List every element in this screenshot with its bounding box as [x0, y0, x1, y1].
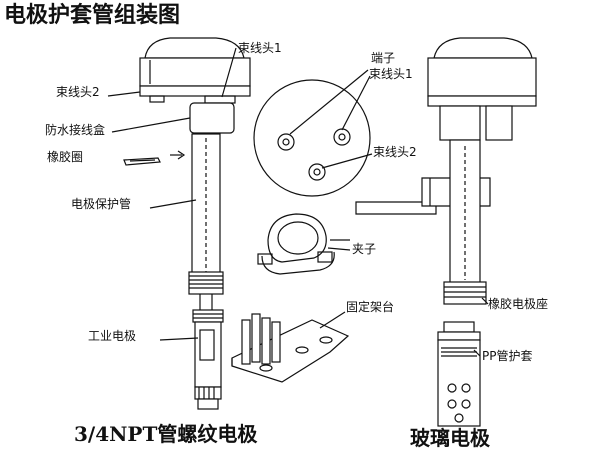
leader-waterproof-box: [111, 117, 191, 133]
label-rubber-seat: 橡胶电极座: [488, 297, 549, 311]
leader-cable-head-2-circle: [321, 153, 373, 169]
right-protect-tube: [443, 139, 487, 305]
label-pp-sleeve: PP管护套: [482, 349, 533, 363]
leader-cable-head-1: [221, 47, 237, 98]
label-cable-head-2-circle: 束线头2: [373, 145, 417, 159]
label-protect-tube: 电极保护管: [71, 197, 132, 211]
label-waterproof-box: 防水接线盒: [45, 123, 106, 137]
center-top-view: [253, 79, 371, 197]
leader-rubber-seat: [481, 297, 489, 305]
label-cable-head-1-circle: 束线头1: [369, 67, 413, 81]
leader-protect-tube: [149, 199, 197, 209]
caption-left: 3/4NPT管螺纹电极: [74, 422, 258, 446]
left-rubber-ring: [123, 157, 161, 166]
label-clip: 夹子: [352, 242, 377, 256]
caption-right: 玻璃电极: [410, 426, 490, 450]
left-protect-tube: [188, 133, 224, 310]
label-cable-head-2-left: 束线头2: [56, 85, 100, 99]
right-rubber-seat: [437, 321, 481, 341]
leader-clip: [327, 247, 351, 251]
leader-terminal-a: [289, 69, 369, 135]
leader-terminal-b: [341, 75, 371, 131]
diagram-title: 电极护套管组装图: [4, 2, 181, 28]
leader-industrial-electrode: [159, 337, 199, 341]
label-industrial-electrode: 工业电极: [88, 329, 137, 343]
leader-pp-sleeve: [473, 349, 481, 357]
label-terminal: 端子: [371, 51, 396, 65]
label-rubber-ring: 橡胶圈: [47, 150, 84, 164]
clip-part: [257, 213, 350, 275]
left-connector-stem: [189, 102, 235, 134]
leader-cable-head-2-left: [107, 91, 141, 97]
label-cable-head-1: 束线头1: [238, 41, 282, 55]
right-junction-box: [427, 37, 537, 141]
label-fixed-stand: 固定架台: [346, 300, 395, 314]
fixed-stand-part: [231, 313, 350, 383]
right-pp-sleeve: [437, 339, 481, 427]
leader-fixed-stand: [319, 311, 346, 329]
left-industrial-electrode: [192, 309, 224, 410]
left-junction-box: [139, 37, 251, 104]
left-insert-arrowhead: [177, 150, 186, 160]
